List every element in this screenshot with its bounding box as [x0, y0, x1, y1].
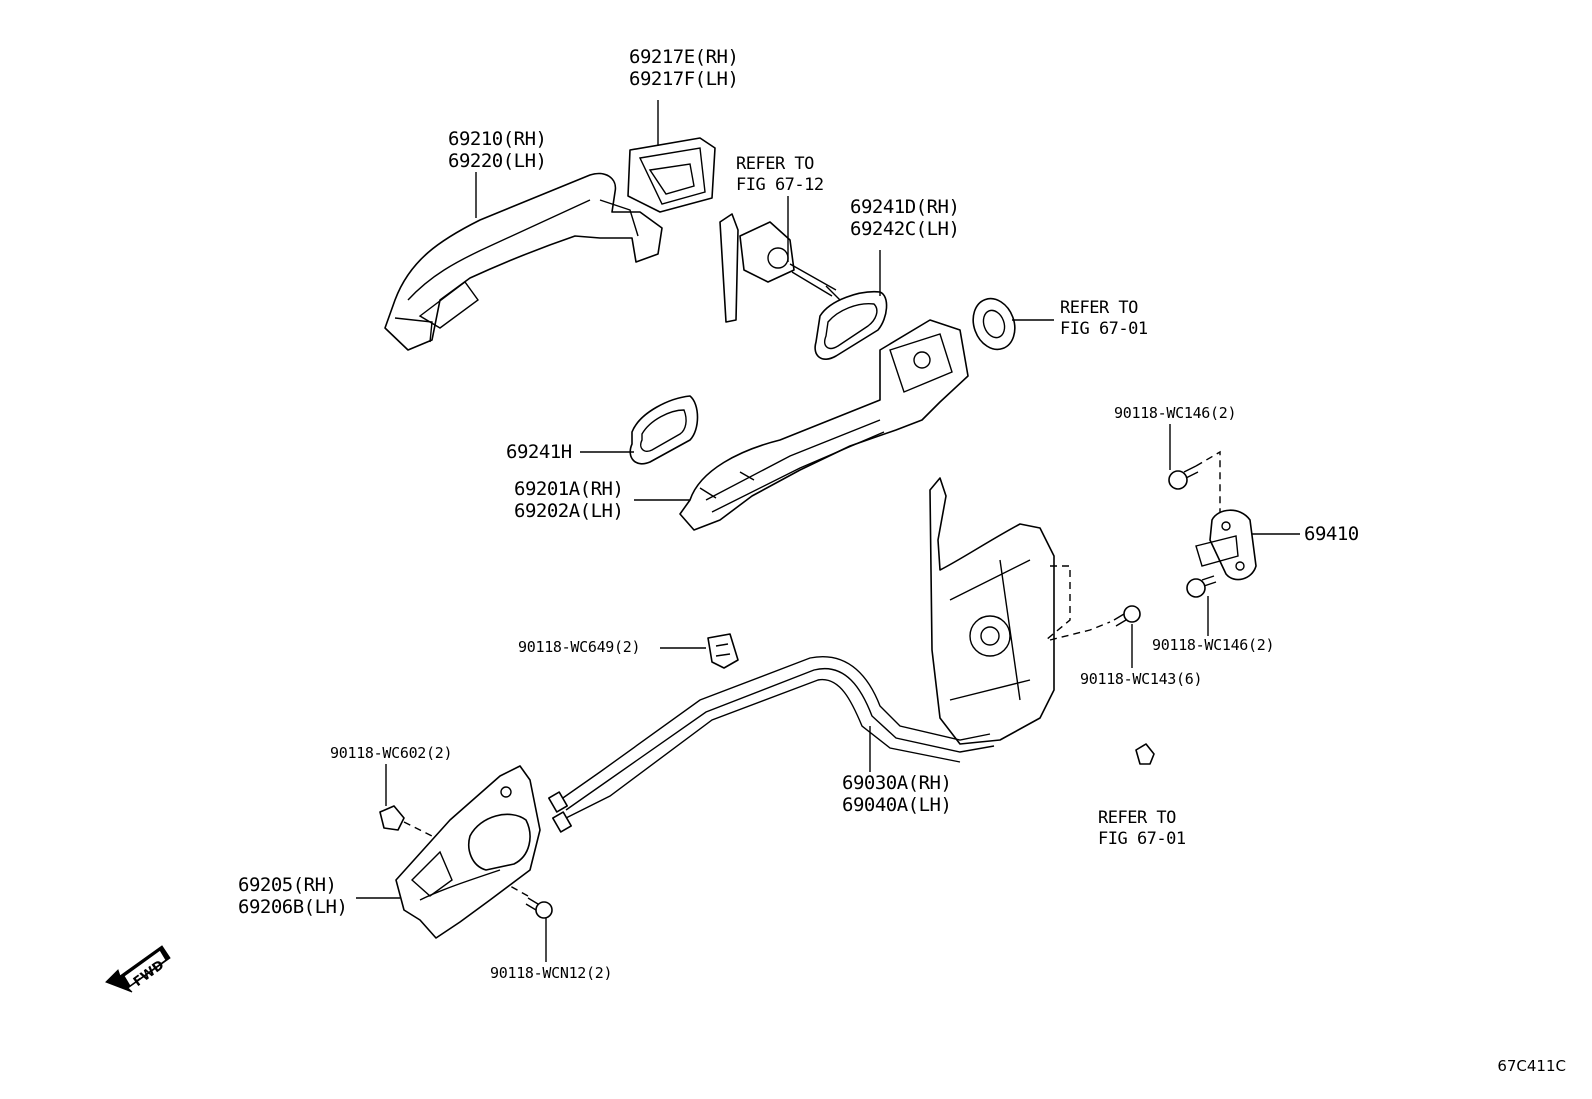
figure-code: 67C411C	[1497, 1057, 1566, 1075]
label-grommet-ref: REFER TO FIG 67-01	[1060, 298, 1148, 339]
striker-screw-top	[1168, 465, 1199, 490]
gasket-front-part	[814, 290, 888, 360]
dash-line	[403, 821, 453, 847]
label-door-lock: 69030A(RH) 69040A(LH)	[842, 772, 952, 816]
inside-handle-part	[395, 765, 541, 939]
inside-handle-screw-part	[525, 897, 553, 919]
grommet-part	[972, 297, 1016, 351]
outer-handle-part	[384, 172, 663, 351]
striker-screw-bottom	[1186, 575, 1217, 598]
label-lock-screw: 90118-WC143(6)	[1080, 670, 1203, 688]
label-clip: 90118-WC602(2)	[330, 744, 453, 762]
lock-screw-part	[1113, 605, 1141, 627]
label-handle-frame: 69201A(RH) 69202A(LH)	[514, 478, 624, 522]
label-gasket-front: 69241D(RH) 69242C(LH)	[850, 196, 960, 240]
handle-frame-part	[679, 319, 969, 531]
clip-part	[379, 805, 405, 831]
label-striker: 69410	[1304, 523, 1359, 545]
label-gasket-rear: 69241H	[506, 441, 572, 463]
dash-line	[509, 885, 529, 897]
label-key-cylinder-ref: REFER TO FIG 67-12	[736, 154, 824, 195]
label-plug-ref: REFER TO FIG 67-01	[1098, 808, 1186, 849]
gasket-rear-part	[629, 395, 699, 465]
key-cylinder-part	[719, 213, 841, 323]
label-clamp: 90118-WC649(2)	[518, 638, 641, 656]
label-inside-handle: 69205(RH) 69206B(LH)	[238, 874, 348, 918]
fwd-arrow-icon: FWD	[104, 936, 176, 1000]
label-striker-screw-bottom: 90118-WC146(2)	[1152, 636, 1275, 654]
dash-line	[1195, 450, 1221, 512]
clamp-part	[707, 633, 739, 669]
label-outer-handle-cover: 69217E(RH) 69217F(LH)	[629, 46, 739, 90]
label-striker-screw-top: 90118-WC146(2)	[1114, 404, 1237, 422]
striker-part	[1195, 509, 1257, 581]
outer-handle-cover-part	[627, 137, 716, 213]
lock-cable-part	[548, 656, 995, 833]
label-outer-handle: 69210(RH) 69220(LH)	[448, 128, 547, 172]
door-lock-part	[929, 477, 1111, 745]
plug-part	[1135, 743, 1155, 765]
label-inside-handle-screw: 90118-WCN12(2)	[490, 964, 613, 982]
